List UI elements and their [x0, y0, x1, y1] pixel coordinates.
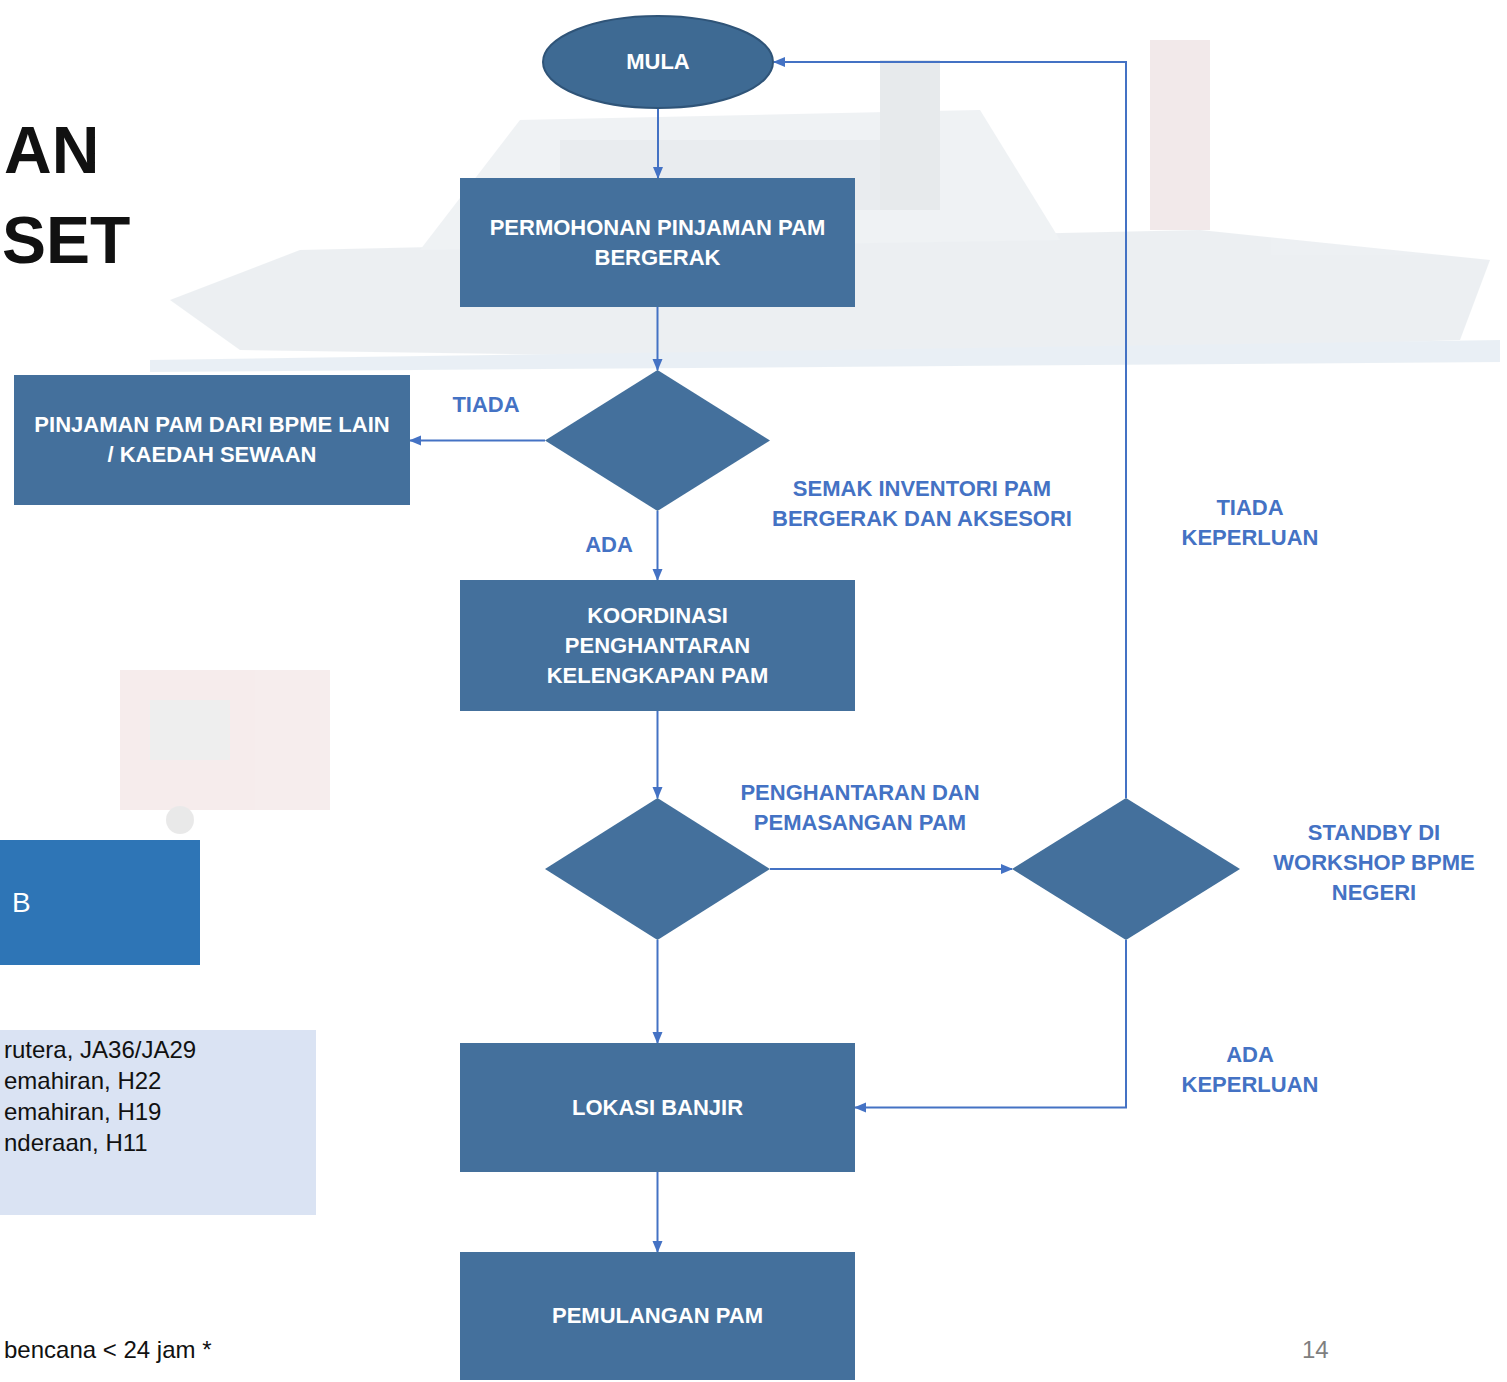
- edge-label: ADA KEPERLUAN: [1160, 1040, 1340, 1100]
- start-terminal: MULA: [542, 15, 774, 109]
- box-text: PEMULANGAN PAM: [552, 1301, 763, 1331]
- diamond-shape: [545, 798, 770, 940]
- flow-connector: [657, 1172, 659, 1252]
- edge-label: ADA: [574, 530, 644, 560]
- process-box: PERMOHONAN PINJAMAN PAM BERGERAK: [460, 178, 855, 307]
- panel-line: nderaan, H11: [4, 1127, 308, 1158]
- process-box: PINJAMAN PAM DARI BPME LAIN / KAEDAH SEW…: [14, 375, 410, 505]
- band-text: B: [12, 888, 31, 918]
- heading-band: B: [0, 840, 200, 965]
- panel-line: rutera, JA36/JA29: [4, 1034, 308, 1065]
- diamond-outline: [545, 798, 770, 940]
- flow-connector: [410, 440, 545, 442]
- title-fragment: SET: [2, 202, 130, 278]
- decision-label: SEMAK INVENTORI PAM BERGERAK DAN AKSESOR…: [766, 474, 1078, 534]
- truck-watermark: [120, 670, 330, 834]
- flow-connector: [770, 868, 1012, 870]
- box-text: KOORDINASI PENGHANTARAN KELENGKAPAN PAM: [533, 601, 783, 691]
- diamond-outline: [545, 370, 770, 511]
- process-box: LOKASI BANJIR: [460, 1043, 855, 1172]
- flow-connector: [657, 307, 659, 370]
- decision-diamond: SEMAK INVENTORI PAM BERGERAK DAN AKSESOR…: [545, 370, 770, 511]
- title-fragment: AN: [4, 112, 99, 188]
- flow-connector: [657, 109, 659, 178]
- info-panel: rutera, JA36/JA29emahiran, H22emahiran, …: [0, 1030, 316, 1215]
- box-text: PERMOHONAN PINJAMAN PAM BERGERAK: [478, 213, 838, 273]
- ellipse-outline: [543, 16, 773, 108]
- flow-connector: [855, 940, 1126, 1108]
- box-text: LOKASI BANJIR: [572, 1093, 743, 1123]
- decision-label: STANDBY DI WORKSHOP BPME NEGERI: [1246, 818, 1502, 908]
- diamond-shape: [545, 370, 770, 511]
- decision-label: PENGHANTARAN DAN PEMASANGAN PAM: [700, 778, 1020, 838]
- edge-label: TIADA: [436, 390, 536, 420]
- page-number: 14: [1302, 1336, 1329, 1364]
- diamond-outline: [1012, 798, 1240, 940]
- boat-watermark: [150, 40, 1500, 372]
- decision-diamond: PENGHANTARAN DAN PEMASANGAN PAM: [545, 798, 770, 940]
- panel-line: emahiran, H22: [4, 1065, 308, 1096]
- process-box: KOORDINASI PENGHANTARAN KELENGKAPAN PAM: [460, 580, 855, 711]
- box-text: PINJAMAN PAM DARI BPME LAIN / KAEDAH SEW…: [32, 410, 392, 470]
- flow-connector: [657, 940, 659, 1043]
- flow-connector: [657, 511, 659, 580]
- flow-connector: [657, 711, 659, 798]
- diamond-shape: [1012, 798, 1240, 940]
- note-text: bencana < 24 jam *: [4, 1336, 211, 1364]
- edge-label: TIADA KEPERLUAN: [1160, 493, 1340, 553]
- process-box: PEMULANGAN PAM: [460, 1252, 855, 1380]
- decision-diamond: STANDBY DI WORKSHOP BPME NEGERI: [1012, 798, 1240, 940]
- terminal-text: MULA: [626, 47, 690, 77]
- panel-line: emahiran, H19: [4, 1096, 308, 1127]
